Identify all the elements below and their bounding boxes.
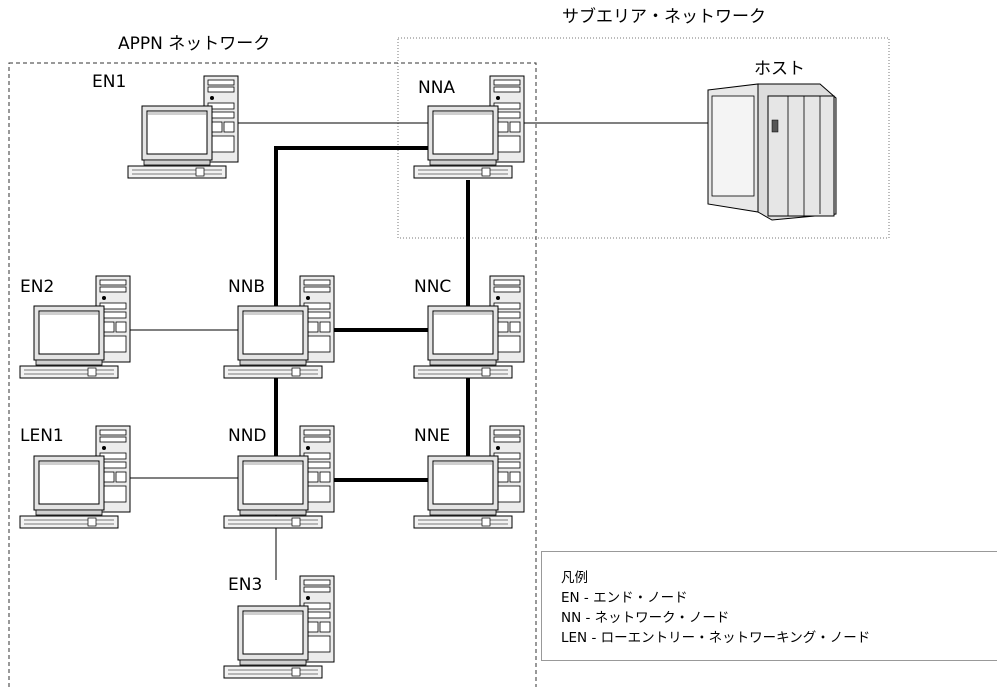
node-label-nnb: NNB — [228, 277, 265, 297]
node-label-nne: NNE — [414, 426, 450, 446]
node-label-en3: EN3 — [228, 575, 262, 595]
node-label-en1: EN1 — [92, 72, 126, 92]
node-label-nnd: NND — [228, 426, 267, 446]
node-label-nna: NNA — [418, 78, 455, 98]
legend-item-len: LEN - ローエントリー・ネットワーキング・ノード — [561, 630, 871, 646]
computer-en1-icon — [127, 75, 239, 179]
legend: 凡例 EN - エンド・ノード NN - ネットワーク・ノード LEN - ロー… — [541, 551, 997, 661]
appn-network-label: APPN ネットワーク — [118, 34, 270, 54]
thin-links — [126, 122, 710, 580]
legend-item-nn: NN - ネットワーク・ノード — [561, 610, 730, 626]
subarea-boundary — [397, 37, 890, 239]
host-label: ホスト — [754, 59, 805, 79]
appn-boundary — [8, 62, 537, 687]
host-mainframe-icon — [707, 83, 837, 221]
subarea-network-label: サブエリア・ネットワーク — [562, 6, 766, 27]
thick-links — [274, 146, 470, 482]
legend-title: 凡例 — [561, 570, 588, 586]
node-label-len1: LEN1 — [20, 426, 64, 446]
node-label-en2: EN2 — [20, 277, 54, 297]
node-label-nnc: NNC — [414, 277, 451, 297]
legend-item-en: EN - エンド・ノード — [561, 590, 688, 606]
